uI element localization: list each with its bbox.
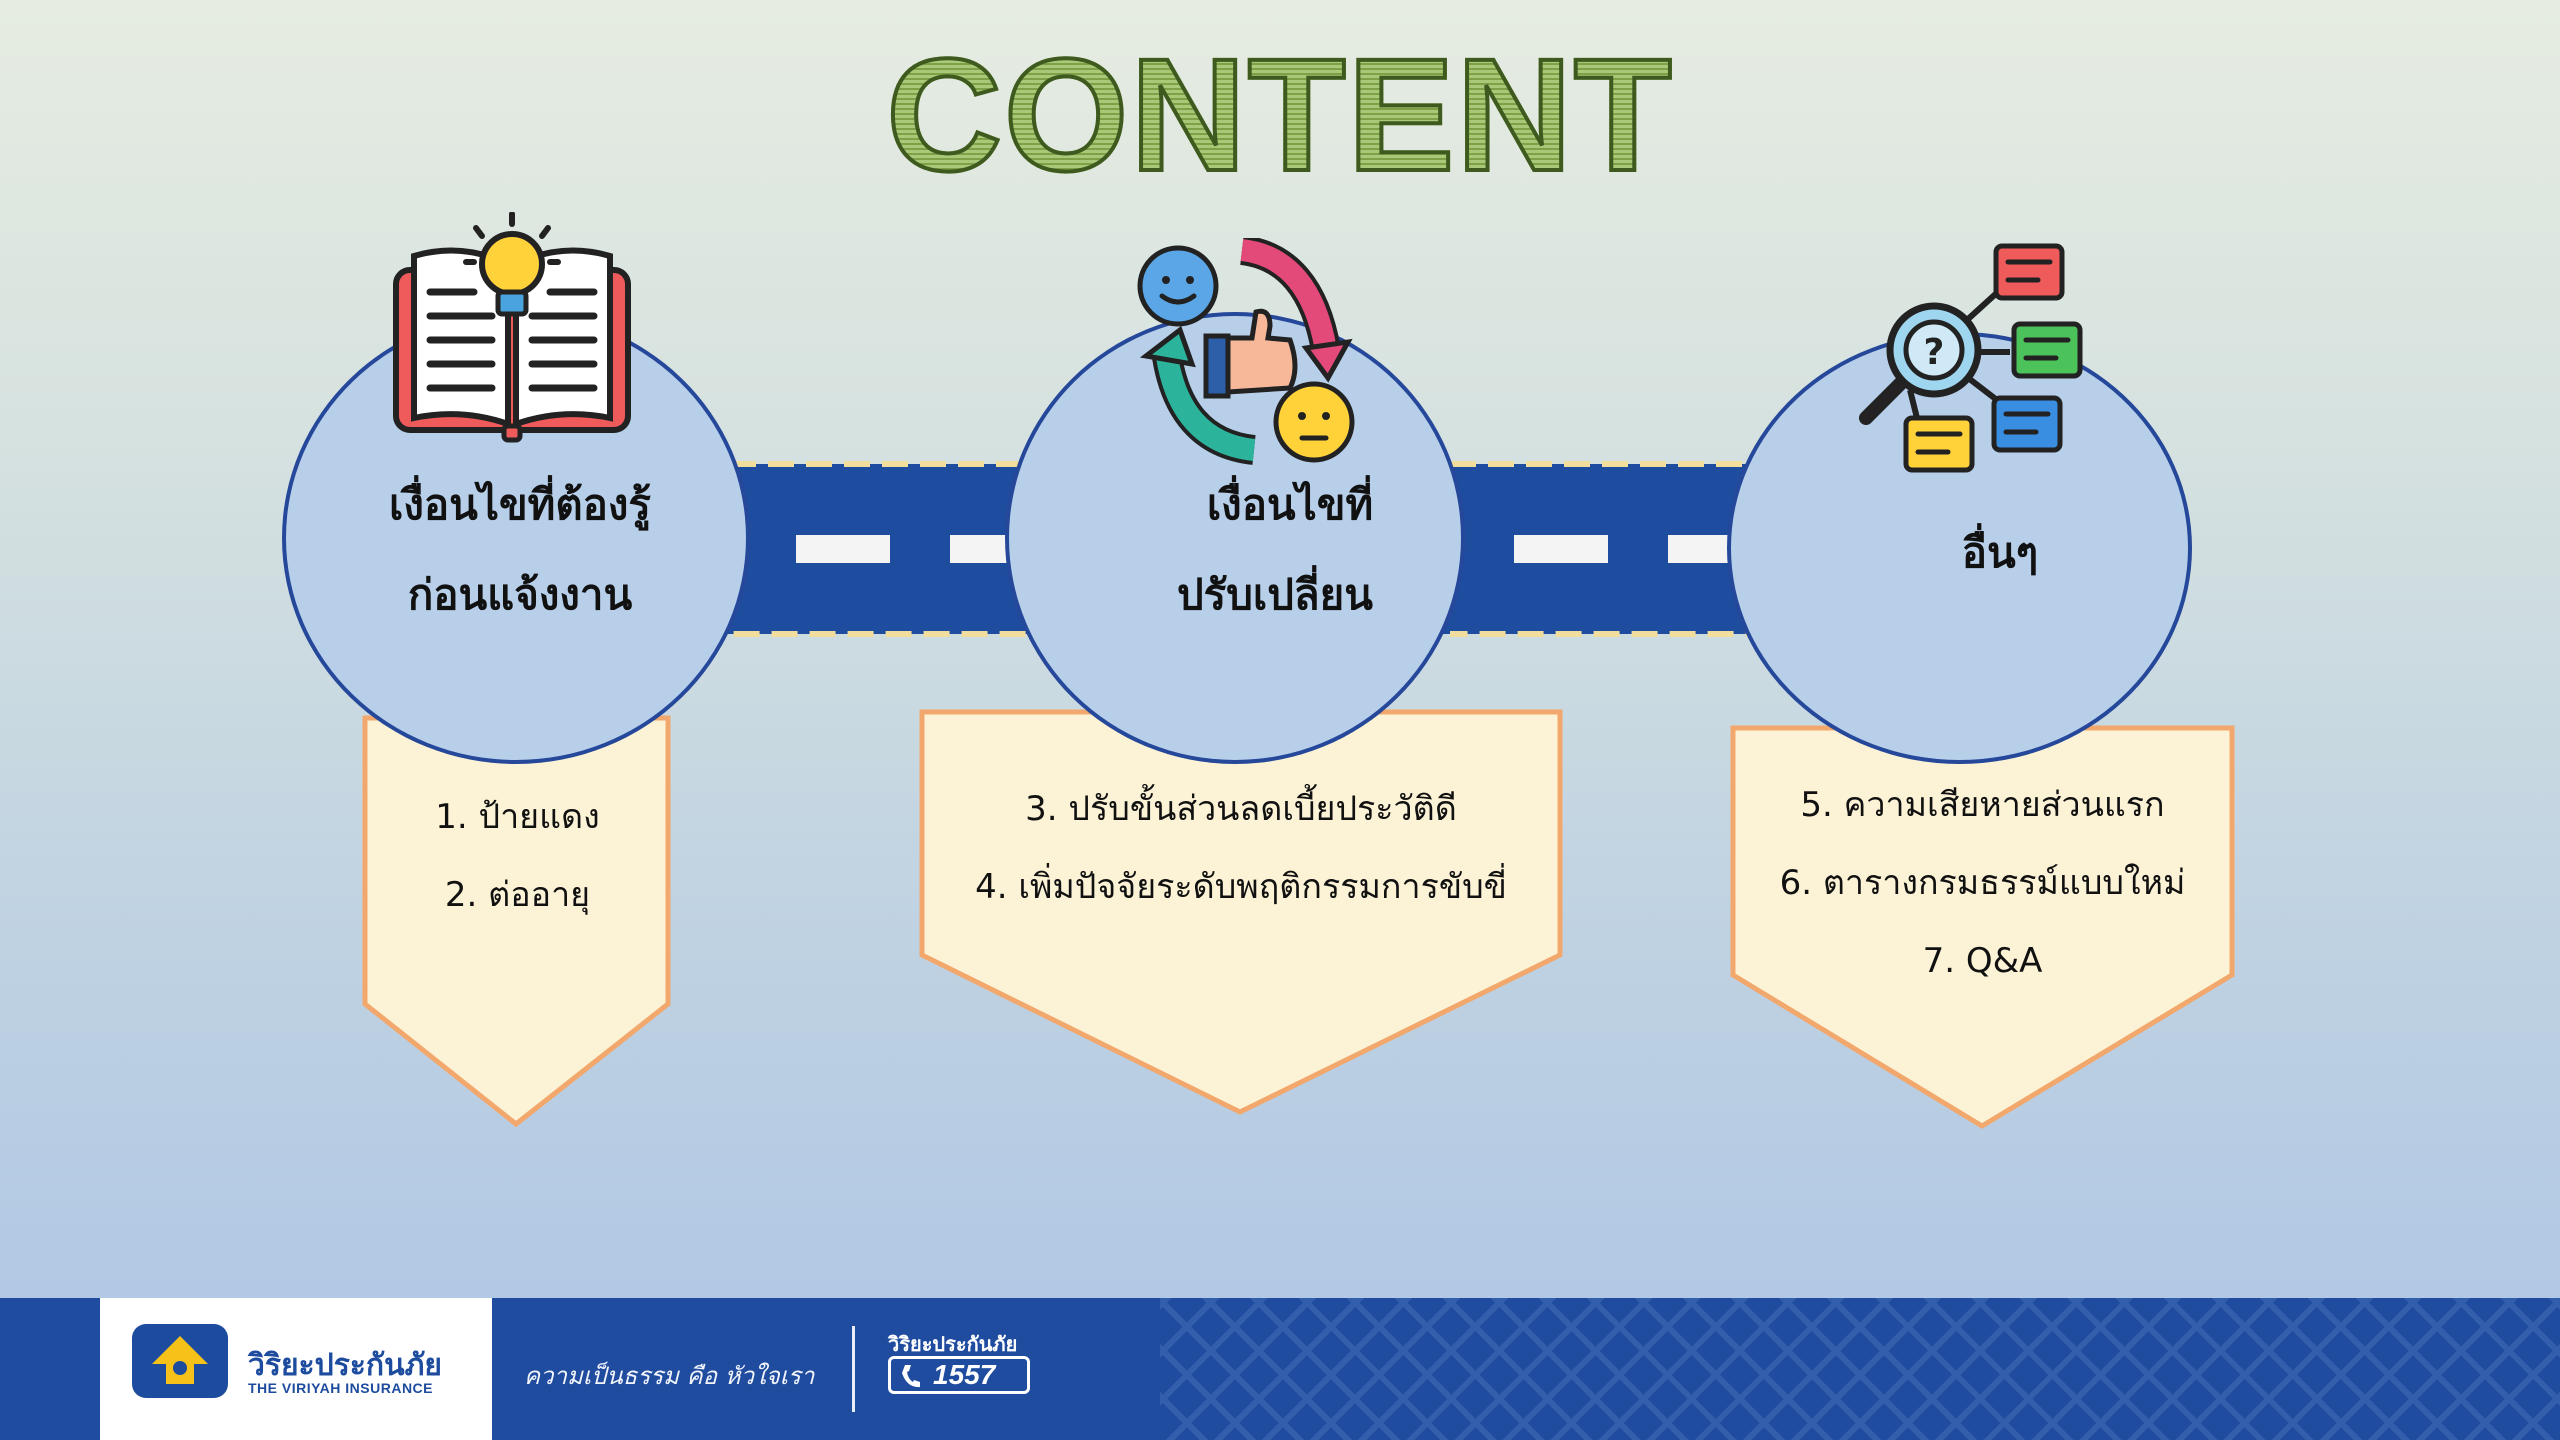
footer-bar: วิริยะประกันภัย THE VIRIYAH INSURANCE คว…: [0, 1298, 2560, 1440]
slide-title: CONTENT: [0, 28, 2560, 202]
viriyah-logo-icon: [132, 1324, 228, 1398]
phone-icon: [902, 1365, 920, 1388]
list-3-item-2: 6. ตารางกรมธรรม์แบบใหม่: [1779, 863, 2186, 903]
feedback-cycle-icon: [1137, 238, 1355, 465]
step-3-title: อื่นๆ: [1860, 508, 2140, 598]
hotline-label: วิริยะประกันภัย: [888, 1334, 1018, 1356]
list-2-item-2: 4. เพิ่มปัจจัยระดับพฤติกรรมการขับขี่: [975, 867, 1507, 907]
logo-name-thai: วิริยะประกันภัย: [248, 1349, 442, 1382]
step-2-line2: ปรับเปลี่ยน: [1177, 570, 1373, 619]
list-boxes-layer: [362, 709, 2235, 1129]
step-3-line1: อื่นๆ: [1961, 528, 2039, 577]
hotline-badge: 1557: [888, 1356, 1030, 1394]
list-2: 3. ปรับขั้นส่วนลดเบี้ยประวัติดี 4. เพิ่ม…: [930, 770, 1552, 926]
step-1-line1: เงื่อนไขที่ต้องรู้: [389, 480, 651, 529]
list-2-item-1: 3. ปรับขั้นส่วนลดเบี้ยประวัติดี: [1025, 789, 1457, 829]
search-network-icon: ?: [1859, 243, 2083, 473]
list-1-item-1: 1. ป้ายแดง: [435, 797, 600, 837]
hotline-number: 1557: [933, 1359, 996, 1390]
step-2-line1: เงื่อนไขที่: [1206, 480, 1374, 529]
company-logo: วิริยะประกันภัย THE VIRIYAH INSURANCE: [100, 1298, 492, 1440]
list-1-item-2: 2. ต่ออายุ: [444, 875, 591, 915]
list-box-3: [1730, 725, 2235, 1129]
footer-pattern: [1160, 1298, 2560, 1440]
step-2-title: เงื่อนไขที่ ปรับเปลี่ยน: [1085, 460, 1465, 640]
road-dash: [1514, 535, 1608, 563]
logo-name-english: THE VIRIYAH INSURANCE: [248, 1380, 434, 1396]
list-3-item-3: 7. Q&A: [1922, 941, 2043, 981]
road-edge-dashes: [730, 461, 1867, 637]
list-box-2: [919, 709, 1563, 1115]
list-3-item-1: 5. ความเสียหายส่วนแรก: [1800, 785, 2165, 825]
step-circle-3: [1727, 332, 2192, 764]
road-connector-2: [1430, 464, 1775, 634]
step-1-line2: ก่อนแจ้งงาน: [407, 570, 633, 619]
list-1: 1. ป้ายแดง 2. ต่ออายุ: [375, 778, 660, 934]
footer-slogan: ความเป็นธรรม คือ หัวใจเรา: [524, 1362, 815, 1390]
svg-text:?: ?: [1924, 332, 1945, 373]
book-lightbulb-icon: [393, 212, 631, 443]
road-dash: [796, 535, 890, 563]
footer-divider: [852, 1326, 855, 1412]
step-1-title: เงื่อนไขที่ต้องรู้ ก่อนแจ้งงาน: [310, 460, 730, 640]
list-3: 5. ความเสียหายส่วนแรก 6. ตารางกรมธรรม์แบ…: [1740, 766, 2225, 1000]
